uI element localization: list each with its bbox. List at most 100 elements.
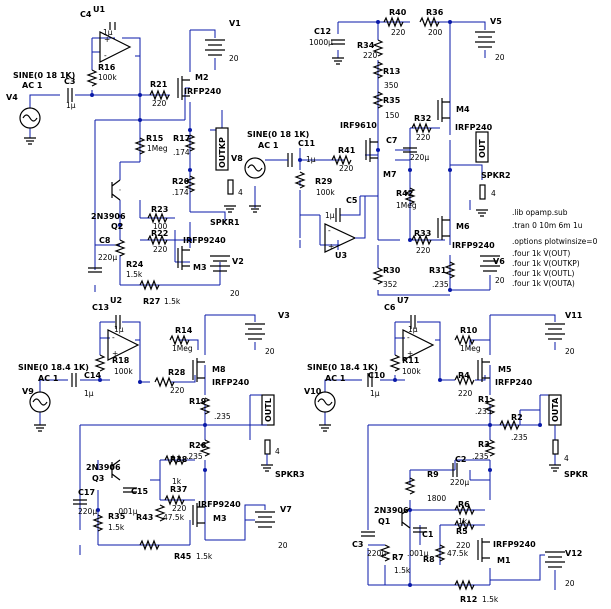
- voltage-source-v12[interactable]: [545, 551, 565, 568]
- resistor-r16[interactable]: [86, 69, 98, 87]
- resistor-r37[interactable]: [164, 494, 185, 506]
- label-m6: M6: [456, 222, 470, 231]
- label-m8-type: IRFP240: [212, 378, 250, 387]
- resistor-r28[interactable]: [154, 376, 175, 388]
- resistor-r29[interactable]: [294, 171, 306, 189]
- resistor-r18[interactable]: [94, 354, 106, 372]
- resistor-r40[interactable]: [383, 16, 404, 28]
- voltage-source-v5[interactable]: [475, 31, 495, 48]
- resistor-r32[interactable]: [411, 122, 432, 134]
- label-v2: V2: [232, 257, 244, 266]
- resistor-r10[interactable]: [454, 334, 475, 346]
- resistor-r30[interactable]: [372, 267, 384, 285]
- mosfet-m2[interactable]: [177, 76, 190, 100]
- resistor-r6[interactable]: [454, 504, 475, 516]
- capacitor-c15[interactable]: [123, 487, 137, 493]
- transistor-q2[interactable]: [111, 179, 121, 201]
- resistor-r35[interactable]: [372, 91, 384, 109]
- voltage-source-v2[interactable]: [210, 255, 230, 272]
- resistor-r13[interactable]: [372, 61, 384, 79]
- speaker-spkr3[interactable]: [264, 439, 271, 455]
- capacitor-c2[interactable]: [452, 463, 458, 477]
- resistor-r14[interactable]: [169, 334, 190, 346]
- capacitor-c14[interactable]: [71, 373, 77, 387]
- resistor-r20[interactable]: [184, 175, 196, 193]
- mosfet-m3[interactable]: [177, 246, 190, 270]
- capacitor-c7[interactable]: [403, 147, 417, 153]
- resistor-r38[interactable]: [164, 454, 185, 466]
- mosfet-m4[interactable]: [437, 98, 450, 122]
- capacitor-c6[interactable]: [410, 315, 416, 329]
- label-r5: R5: [456, 527, 468, 536]
- capacitor-c13[interactable]: [115, 315, 121, 329]
- resistor-r35-bottom[interactable]: [92, 514, 104, 532]
- resistor-r7[interactable]: [379, 544, 391, 562]
- resistor-r5[interactable]: [454, 519, 475, 531]
- opamp-u1[interactable]: [99, 31, 132, 63]
- opamp-u2[interactable]: [107, 329, 140, 361]
- transistor-q3[interactable]: [111, 459, 121, 481]
- label-v5: V5: [490, 17, 502, 26]
- resistor-r26[interactable]: [199, 439, 211, 457]
- mosfet-m8[interactable]: [192, 358, 205, 382]
- label-r24: R24: [126, 260, 144, 269]
- capacitor-c3[interactable]: [67, 88, 73, 102]
- mosfet-m5[interactable]: [477, 358, 490, 382]
- label-v11: V11: [565, 311, 583, 320]
- resistor-r45[interactable]: [139, 539, 160, 551]
- mosfet-m1[interactable]: [477, 538, 490, 562]
- resistor-r27[interactable]: [139, 279, 160, 291]
- mosfet-m7[interactable]: [365, 138, 378, 162]
- resistor-r41[interactable]: [331, 154, 352, 166]
- capacitor-c3-bottom[interactable]: [361, 531, 375, 537]
- label-m3-bottom-type: IRFP9240: [198, 500, 241, 509]
- resistor-r12[interactable]: [454, 579, 475, 591]
- voltage-source-v1[interactable]: [205, 39, 225, 56]
- resistor-r19[interactable]: [199, 397, 211, 415]
- capacitor-c10[interactable]: [367, 373, 373, 387]
- resistor-r11[interactable]: [389, 354, 401, 372]
- speaker-spkr2[interactable]: [479, 184, 486, 200]
- capacitor-c5[interactable]: [335, 208, 341, 222]
- label-outa: OUTA: [551, 397, 560, 422]
- voltage-source-v11[interactable]: [545, 323, 565, 340]
- opamp-u3[interactable]: [324, 223, 357, 253]
- resistor-r23[interactable]: [147, 212, 168, 224]
- net-flag-out[interactable]: [475, 131, 489, 163]
- voltage-source-v3[interactable]: [245, 323, 265, 340]
- resistor-r36[interactable]: [419, 16, 440, 28]
- value-c12: 1000µ: [309, 38, 333, 47]
- resistor-r1[interactable]: [484, 397, 496, 415]
- voltage-source-v7[interactable]: [255, 511, 275, 528]
- resistor-r17[interactable]: [184, 134, 196, 152]
- mosfet-m6[interactable]: [437, 216, 450, 240]
- resistor-r2[interactable]: [499, 419, 520, 431]
- mosfet-m3-bottom[interactable]: [192, 503, 205, 527]
- resistor-r21[interactable]: [149, 89, 170, 101]
- resistor-r15[interactable]: [134, 137, 146, 155]
- resistor-r4[interactable]: [454, 374, 475, 386]
- resistor-r9[interactable]: [404, 477, 416, 495]
- opamp-u7[interactable]: [402, 329, 435, 361]
- resistor-r24[interactable]: [114, 239, 126, 257]
- resistor-r31[interactable]: [444, 261, 456, 279]
- capacitor-c4[interactable]: [109, 22, 116, 30]
- transistor-q1[interactable]: [401, 507, 411, 529]
- resistor-r33[interactable]: [411, 234, 432, 246]
- capacitor-c8[interactable]: [88, 267, 102, 273]
- resistor-r34[interactable]: [372, 39, 384, 57]
- resistor-r42[interactable]: [404, 187, 416, 205]
- resistor-r22[interactable]: [147, 234, 168, 246]
- capacitor-c17[interactable]: [73, 499, 87, 505]
- resistor-r43[interactable]: [154, 504, 166, 522]
- capacitor-c11[interactable]: [287, 153, 293, 167]
- speaker-spkr1[interactable]: [227, 179, 234, 195]
- speaker-spkr[interactable]: [552, 439, 559, 455]
- resistor-r8[interactable]: [434, 544, 446, 562]
- capacitor-c1[interactable]: [413, 527, 427, 533]
- capacitor-c12[interactable]: [331, 39, 345, 45]
- resistor-r3[interactable]: [484, 439, 496, 457]
- net-flag-outkp[interactable]: [215, 127, 229, 171]
- net-flag-outl[interactable]: [261, 394, 275, 426]
- voltage-source-v6[interactable]: [480, 255, 500, 272]
